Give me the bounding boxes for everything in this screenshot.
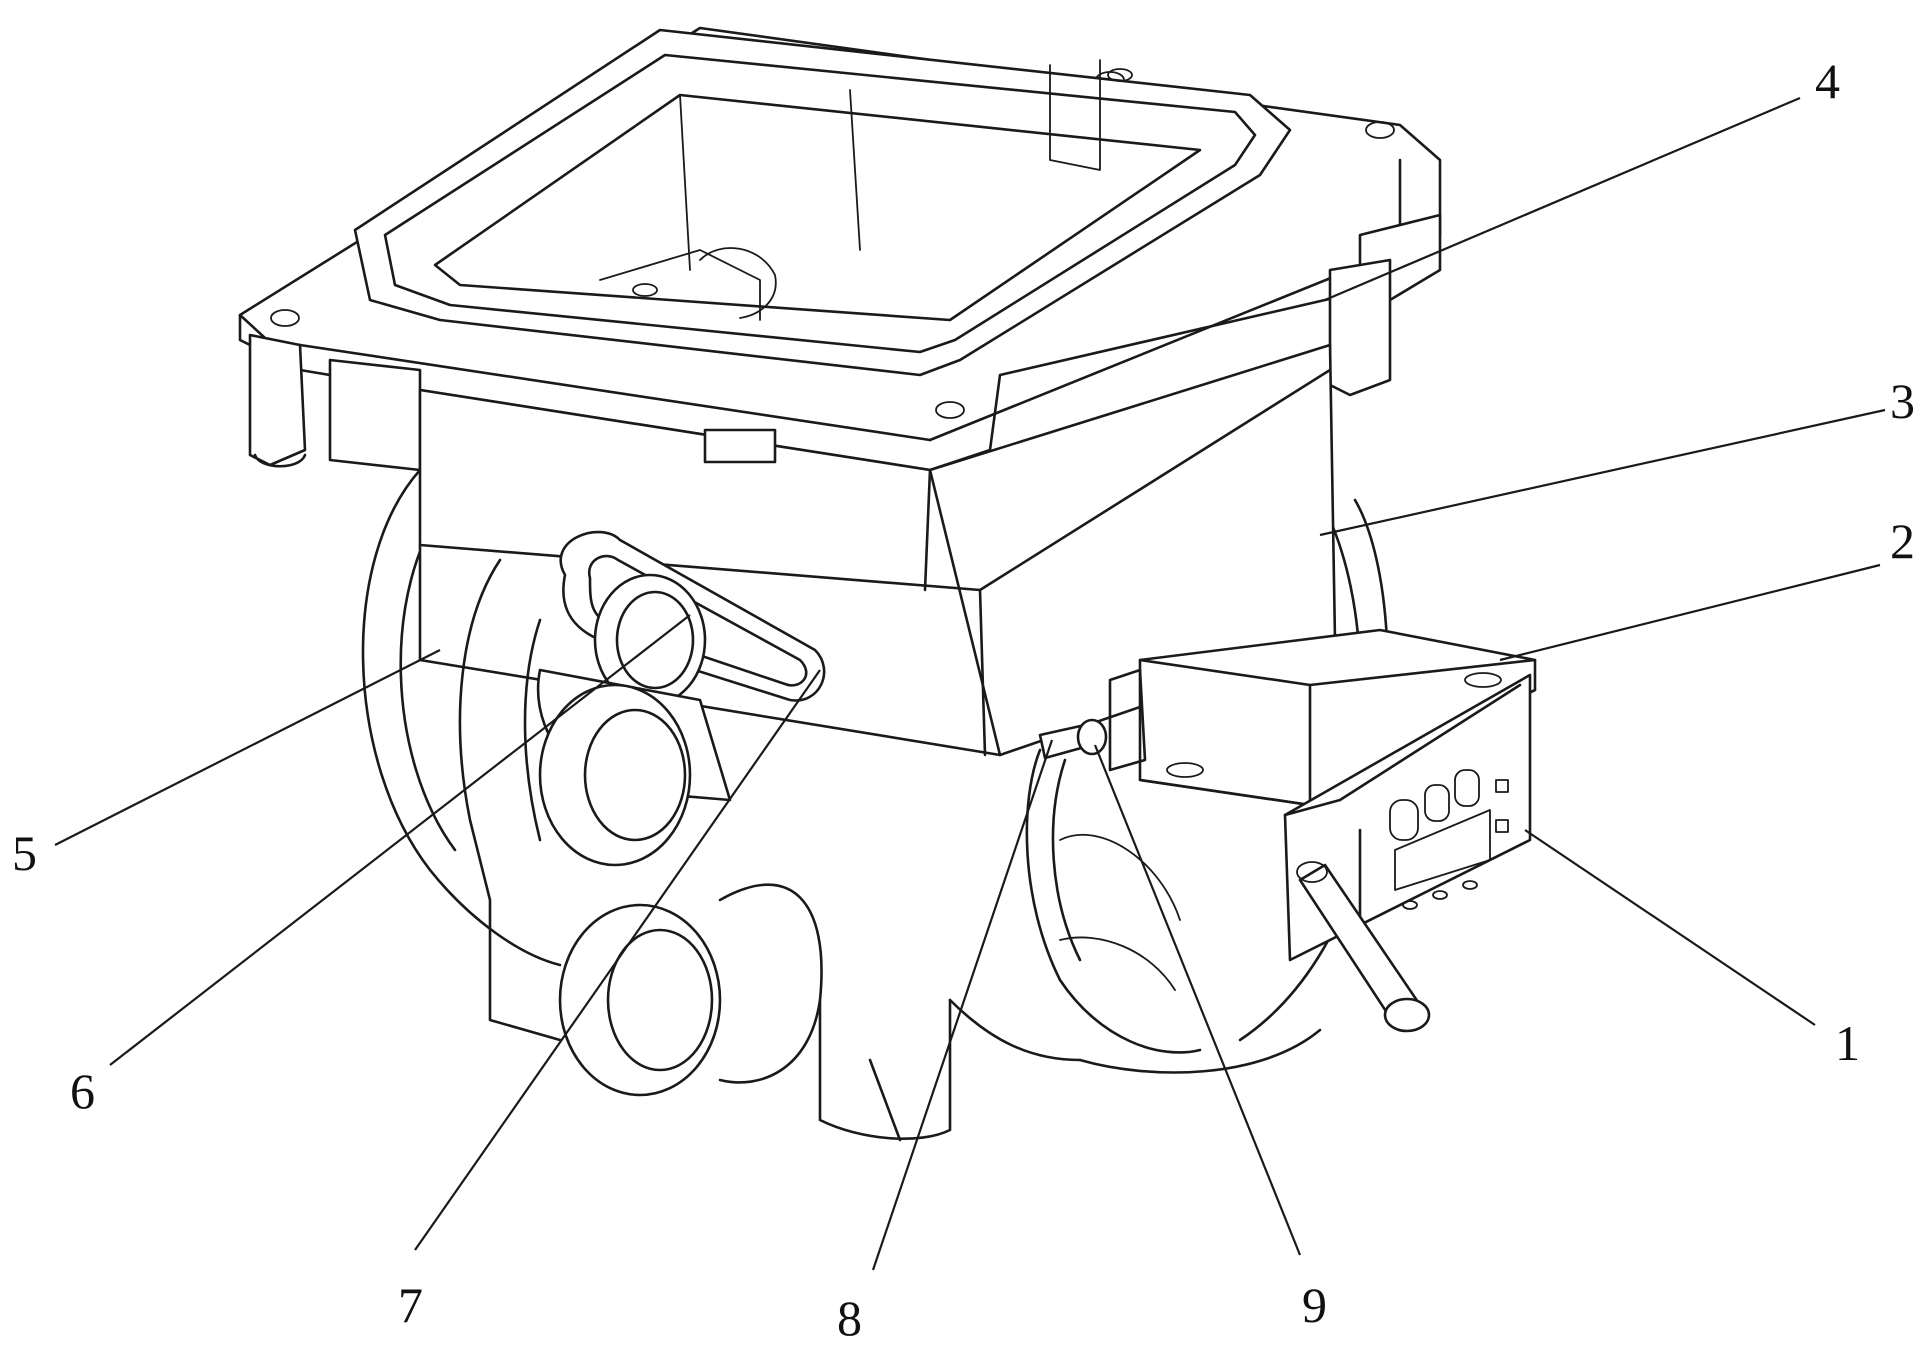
leader-line-1 bbox=[1524, 829, 1816, 1026]
callout-7: 7 bbox=[398, 1277, 423, 1333]
leader-line-8 bbox=[871, 739, 1054, 1271]
protruding-rod bbox=[1296, 861, 1431, 1033]
leader-line-4 bbox=[1324, 96, 1801, 302]
callout-5: 5 bbox=[12, 825, 37, 881]
connector-box bbox=[1283, 673, 1532, 962]
slot-plate bbox=[559, 530, 826, 707]
callout-3: 3 bbox=[1890, 373, 1915, 429]
left-lug bbox=[248, 333, 422, 472]
callout-9: 9 bbox=[1302, 1277, 1327, 1333]
leader-lines bbox=[54, 96, 1886, 1271]
right-lug bbox=[1328, 213, 1442, 397]
callout-2: 2 bbox=[1890, 513, 1915, 569]
top-basin bbox=[353, 28, 1292, 377]
callout-1: 1 bbox=[1835, 1015, 1860, 1071]
lower-ports bbox=[536, 668, 823, 1097]
callout-numbers: 1 2 3 4 5 6 7 8 9 bbox=[12, 53, 1915, 1346]
callout-4: 4 bbox=[1815, 53, 1840, 109]
leader-line-7 bbox=[414, 669, 821, 1251]
leader-line-9 bbox=[1093, 744, 1302, 1256]
leader-line-2 bbox=[1499, 563, 1881, 662]
leader-line-6 bbox=[109, 614, 691, 1066]
leader-line-3 bbox=[1319, 408, 1886, 537]
leader-line-5 bbox=[54, 649, 441, 846]
callout-8: 8 bbox=[837, 1290, 862, 1346]
lower-housing bbox=[458, 558, 1322, 1142]
callout-6: 6 bbox=[70, 1063, 95, 1119]
small-pin bbox=[1038, 668, 1147, 772]
